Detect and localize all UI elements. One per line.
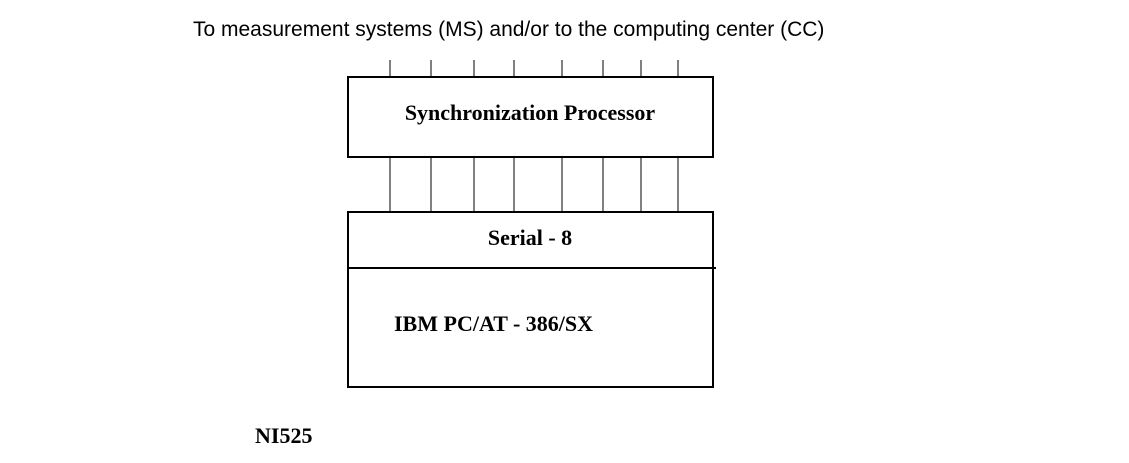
sync-processor-block xyxy=(347,76,714,158)
output-connections xyxy=(389,60,679,77)
sync-processor-label: Synchronization Processor xyxy=(405,100,656,125)
serial-label: Serial - 8 xyxy=(488,225,572,250)
serial-connections xyxy=(389,157,679,212)
pc-block xyxy=(347,211,714,388)
destination-label: To measurement systems (MS) and/or to th… xyxy=(193,18,824,41)
pc-label: IBM PC/AT - 386/SX xyxy=(394,311,593,336)
figure-label: NI525 xyxy=(255,423,312,448)
